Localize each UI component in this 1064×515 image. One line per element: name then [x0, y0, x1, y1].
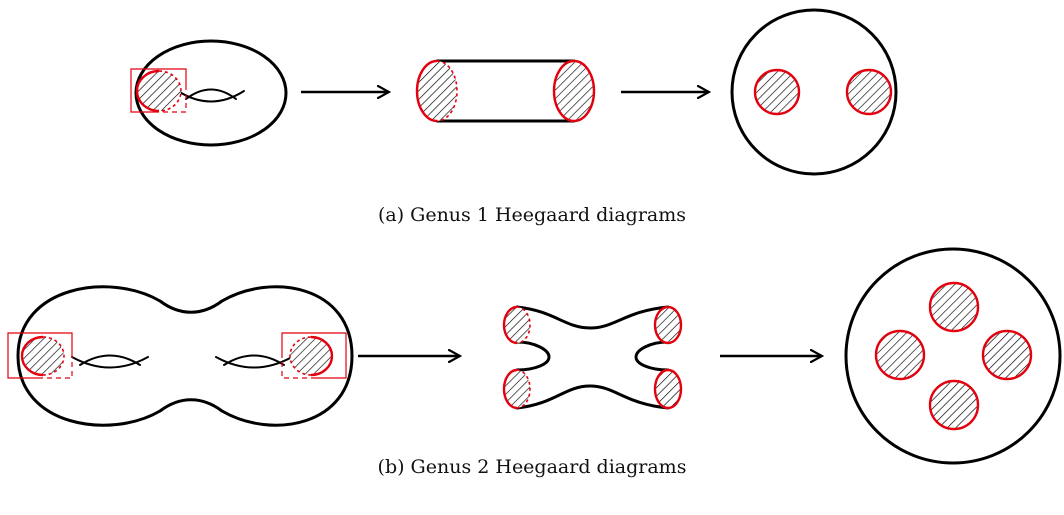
sphere-disk-right [845, 68, 893, 116]
right-meridian-disk [289, 335, 334, 377]
sphere-disk-left [874, 329, 926, 381]
cylinder-left-disk [415, 59, 458, 123]
genus2-sphere [844, 247, 1062, 465]
caption-genus2: (b) Genus 2 Heegaard diagrams [377, 456, 687, 478]
meridian-disk [135, 69, 182, 113]
cut-disk-top-right [653, 305, 683, 345]
cut-disk-top-left [502, 305, 531, 345]
genus1-cylinder [415, 59, 596, 123]
genus2-row [7, 247, 1062, 465]
sphere-disk-left [753, 68, 801, 116]
genus1-sphere [730, 8, 898, 176]
cylinder-right-disk [552, 59, 596, 123]
right-cut-box [281, 332, 347, 379]
sphere-disk-top [928, 281, 980, 333]
caption-genus1: (a) Genus 1 Heegaard diagrams [377, 204, 687, 226]
left-cut-box [7, 332, 73, 379]
genus1-torus [130, 39, 288, 147]
cut-disk-bottom-right [653, 368, 683, 410]
sphere-disk-bottom [928, 379, 980, 431]
genus1-row [130, 8, 898, 176]
genus2-cut-surface [502, 305, 683, 410]
cut-box [130, 68, 187, 113]
genus2-surface [7, 285, 354, 427]
sphere-disk-right [981, 329, 1033, 381]
left-meridian-disk [20, 335, 65, 377]
cut-disk-bottom-left [502, 368, 531, 410]
